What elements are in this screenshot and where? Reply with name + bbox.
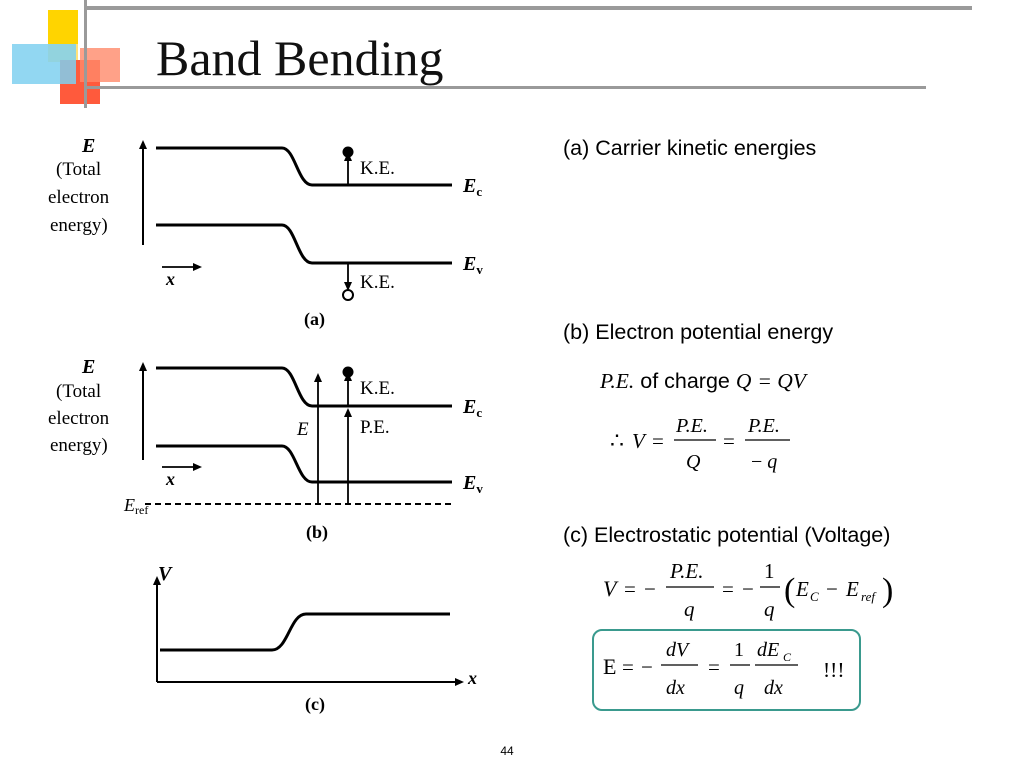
title-rule — [86, 86, 926, 89]
svg-text:dE: dE — [757, 639, 779, 661]
charge-symbol: Q — [735, 369, 752, 393]
svg-text:V: V — [603, 576, 619, 601]
svg-text:C: C — [783, 650, 792, 664]
svg-text:Eref: Eref — [123, 495, 148, 517]
ke-label-b: K.E. — [360, 378, 395, 399]
ec-sub-a: c — [476, 184, 482, 199]
ev-sub-a: v — [476, 262, 483, 277]
ec-label-a: E — [462, 175, 476, 197]
panel-a: E (Total electron energy) K.E. K.E. Ec E… — [48, 135, 483, 330]
heading-a: (a) Carrier kinetic energies — [563, 136, 817, 160]
axis-desc-line2-a: electron — [48, 187, 110, 208]
ke-label-electron: K.E. — [360, 158, 395, 179]
svg-text:=: = — [723, 429, 735, 453]
page-title: Band Bending — [156, 30, 444, 86]
pe-of-charge: of charge — [640, 369, 730, 393]
ev-label-b: E — [462, 472, 476, 494]
eref-sub: ref — [135, 503, 148, 517]
pe-symbol: P.E. — [600, 369, 635, 393]
v-axis-label: V — [158, 563, 173, 585]
ev-sub-b: v — [476, 481, 483, 496]
svg-text:dx: dx — [764, 677, 783, 699]
heading-b: (b) Electron potential energy — [563, 320, 834, 344]
axis-desc-line1-a: (Total — [56, 159, 101, 180]
panel-c: V x (c) — [153, 563, 477, 715]
svg-text:C: C — [810, 589, 819, 604]
svg-text:Ev: Ev — [462, 253, 483, 277]
axis-e-label-a: E — [81, 135, 95, 157]
svg-text:Q: Q — [686, 451, 701, 473]
axis-desc-line2-b: electron — [48, 408, 110, 429]
equation-field: E = − dV dx = 1 q dE C dx — [603, 639, 798, 699]
page-number: 44 — [500, 744, 514, 758]
x-label-b: x — [165, 469, 175, 489]
ec-label-b: E — [462, 396, 476, 418]
svg-text:Ev: Ev — [462, 472, 483, 496]
panel-a-label: (a) — [304, 309, 325, 330]
axis-e-label-b: E — [81, 356, 95, 378]
svg-text:E: E — [845, 577, 859, 601]
axis-desc-line3-b: energy) — [50, 435, 108, 456]
panel-b-label: (b) — [306, 522, 328, 543]
ec-sub-b: c — [476, 405, 482, 420]
equation-voltage-band: V = − P.E. q = − 1 q ( E C − E ref ) — [603, 559, 893, 621]
charge-eq: = QV — [757, 369, 806, 393]
svg-text:dx: dx — [666, 677, 685, 699]
axis-desc-line3-a: energy) — [50, 215, 108, 236]
panel-c-label: (c) — [305, 694, 325, 715]
panel-b: E (Total electron energy) Eref E K.E. P.… — [48, 356, 483, 543]
field-equation-box — [592, 629, 861, 711]
svg-text:q: q — [734, 677, 744, 699]
svg-text:E: E — [603, 654, 616, 679]
svg-text:q: q — [684, 597, 695, 621]
svg-text:=: = — [652, 429, 664, 453]
eref-label: E — [123, 495, 135, 515]
svg-text:1: 1 — [764, 559, 775, 583]
svg-text:−: − — [826, 577, 838, 601]
exclamation-note: !!! — [823, 658, 845, 682]
svg-text:∴: ∴ — [610, 428, 624, 453]
svg-text:Ec: Ec — [462, 396, 482, 420]
svg-text:q: q — [764, 597, 775, 621]
x-label-a: x — [165, 269, 175, 289]
svg-text:− q: − q — [751, 451, 777, 473]
pe-label-b: P.E. — [360, 417, 390, 438]
svg-text:=: = — [722, 577, 734, 601]
svg-text:−: − — [641, 655, 653, 679]
svg-text:E: E — [795, 577, 809, 601]
svg-text:=: = — [622, 655, 634, 679]
svg-text:V: V — [632, 429, 647, 453]
x-label-c: x — [467, 668, 477, 688]
svg-text:P.E.: P.E. — [747, 415, 780, 437]
band-diagram: E (Total electron energy) K.E. K.E. Ec E… — [48, 135, 483, 715]
slide-logo — [12, 0, 120, 108]
equation-voltage-def: ∴ V = P.E. Q = P.E. − q — [610, 415, 790, 473]
svg-text:ref: ref — [861, 589, 877, 604]
svg-text:Ec: Ec — [462, 175, 482, 199]
svg-text:P.E.: P.E. — [675, 415, 708, 437]
svg-text:−: − — [742, 577, 754, 601]
svg-text:=: = — [624, 577, 636, 601]
ev-label-a: E — [462, 253, 476, 275]
ke-label-hole: K.E. — [360, 272, 395, 293]
axis-desc-line1-b: (Total — [56, 381, 101, 402]
svg-text:1: 1 — [734, 639, 744, 661]
heading-c: (c) Electrostatic potential (Voltage) — [563, 523, 891, 547]
svg-text:): ) — [882, 572, 893, 609]
e-arrow-label: E — [296, 419, 309, 440]
top-rule — [86, 6, 972, 10]
pe-charge-line: P.E. of charge Q = QV — [600, 368, 806, 394]
svg-text:P.E.: P.E. — [669, 559, 703, 583]
svg-text:−: − — [644, 577, 656, 601]
svg-text:dV: dV — [666, 639, 691, 661]
svg-text:(: ( — [784, 572, 795, 609]
svg-text:=: = — [708, 655, 720, 679]
